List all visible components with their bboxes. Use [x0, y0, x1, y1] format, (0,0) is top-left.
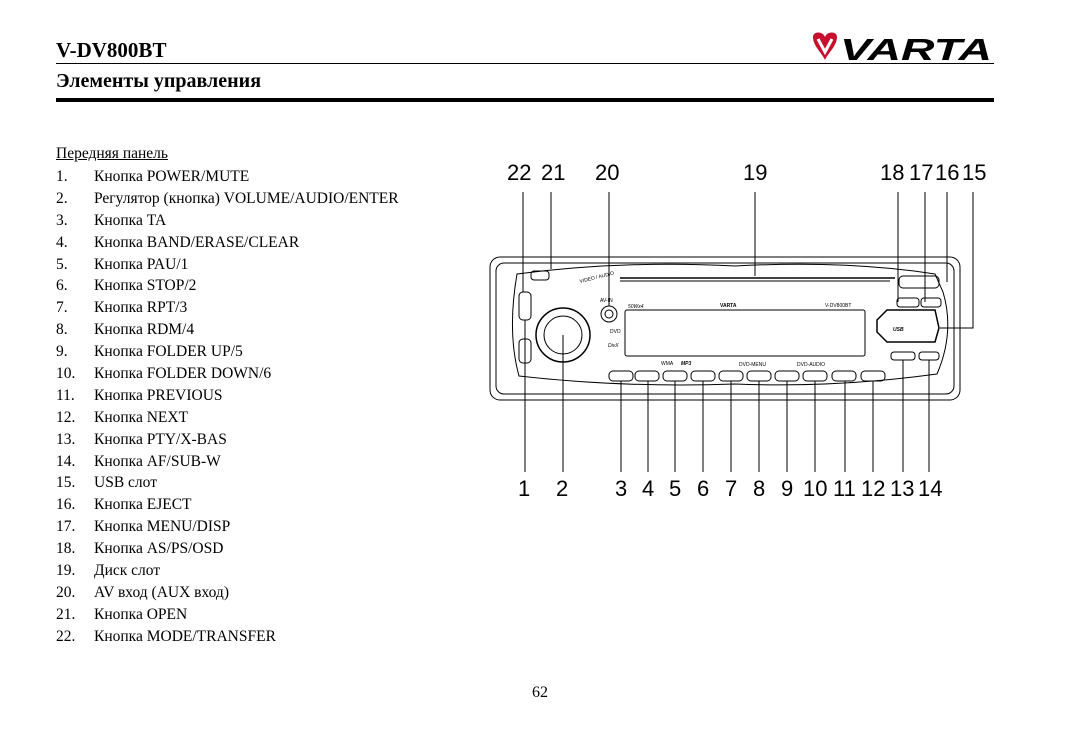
callout-4: 4	[642, 476, 654, 501]
list-item: 12.Кнопка NEXT	[56, 408, 189, 426]
section-title: Элементы управления	[56, 70, 262, 92]
front-panel-diagram: VIDEO / AUDIO AV-IN 50Wx4 VARTA V-DV800B…	[489, 160, 986, 501]
section-rule	[56, 98, 994, 102]
divx-logo: DivX	[608, 343, 619, 349]
list-item: 13.Кнопка PTY/X-BAS	[56, 430, 227, 448]
callout-2: 2	[556, 476, 568, 501]
callout-7: 7	[725, 476, 737, 501]
header-rule	[56, 63, 994, 64]
varta-heart-icon	[813, 32, 837, 60]
display-window	[624, 309, 866, 357]
callout-11: 11	[833, 476, 856, 501]
callout-1: 1	[518, 476, 530, 501]
callout-9: 9	[781, 476, 793, 501]
list-item: 9.Кнопка FOLDER UP/5	[56, 343, 243, 361]
list-item: 5.Кнопка PAU/1	[56, 255, 189, 273]
list-item: 18.Кнопка AS/PS/OSD	[56, 540, 224, 558]
list-item: 6.Кнопка STOP/2	[56, 277, 197, 295]
power-label: 50Wx4	[628, 304, 644, 310]
callout-21: 21	[541, 160, 565, 185]
callout-8: 8	[753, 476, 765, 501]
list-item: 1.Кнопка POWER/MUTE	[56, 168, 250, 185]
av-in-jack	[600, 305, 618, 323]
device-model-label: V-DV800BT	[825, 303, 851, 309]
device-brand-label: VARTA	[720, 303, 737, 309]
list-item: 7.Кнопка RPT/3	[56, 299, 188, 317]
as-ps-osd-button	[920, 297, 942, 308]
callout-15: 15	[962, 160, 986, 185]
wma-logo: WMA	[661, 361, 674, 367]
page-number: 62	[532, 684, 548, 701]
callout-13: 13	[890, 476, 914, 501]
usb-slot-surround	[876, 309, 940, 343]
callout-20: 20	[595, 160, 619, 185]
list-item: 8.Кнопка RDM/4	[56, 321, 195, 339]
eject-button	[898, 275, 940, 289]
callout-10: 10	[803, 476, 827, 501]
aux-label: AV-IN	[600, 298, 613, 304]
list-item: 10.Кнопка FOLDER DOWN/6	[56, 365, 272, 383]
panel-face	[511, 263, 949, 386]
menu-disp-button	[896, 297, 920, 308]
open-button	[530, 270, 550, 281]
callout-14: 14	[918, 476, 942, 501]
leader-lines	[522, 192, 974, 472]
list-item: 19.Диск слот	[56, 562, 161, 580]
varta-logo-text: VARTA	[840, 32, 992, 64]
list-item: 14.Кнопка AF/SUB-W	[56, 452, 221, 470]
model-name: V-DV800BT	[56, 38, 167, 62]
dvd-audio-label: DVD-AUDIO	[797, 362, 825, 368]
controls-list: 1.Кнопка POWER/MUTE 2.Регулятор (кнопка)…	[56, 166, 399, 648]
bottom-button-row	[608, 370, 886, 382]
callout-18: 18	[880, 160, 904, 185]
callout-5: 5	[669, 476, 681, 501]
callout-16: 16	[935, 160, 959, 185]
usb-logo: USB	[893, 327, 904, 333]
varta-logo: VARTA	[813, 32, 992, 64]
dvd-menu-label: DVD-MENU	[739, 362, 766, 368]
front-panel-subtitle: Передняя панель	[56, 145, 168, 162]
list-item: 22.Кнопка MODE/TRANSFER	[56, 627, 276, 645]
list-item: 15.USB слот	[56, 474, 157, 492]
callout-6: 6	[697, 476, 709, 501]
pty-button	[890, 351, 916, 361]
list-item: 20.AV вход (AUX вход)	[56, 583, 229, 601]
callout-22: 22	[507, 160, 531, 185]
dvd-logo: DVD	[610, 329, 621, 335]
list-item: 4.Кнопка BAND/ERASE/CLEAR	[56, 233, 300, 251]
list-item: 11.Кнопка PREVIOUS	[56, 386, 223, 404]
callout-17: 17	[909, 160, 933, 185]
callout-12: 12	[861, 476, 885, 501]
list-item: 17.Кнопка MENU/DISP	[56, 518, 231, 536]
list-item: 16.Кнопка EJECT	[56, 496, 192, 514]
callout-19: 19	[743, 160, 767, 185]
mp3-logo: MP3	[681, 361, 692, 367]
list-item: 2.Регулятор (кнопка) VOLUME/AUDIO/ENTER	[56, 189, 399, 207]
power-mute-button	[518, 291, 532, 321]
list-item: 3.Кнопка TA	[56, 211, 167, 229]
callout-3: 3	[615, 476, 627, 501]
af-button	[918, 351, 940, 361]
list-item: 21.Кнопка OPEN	[56, 605, 188, 623]
